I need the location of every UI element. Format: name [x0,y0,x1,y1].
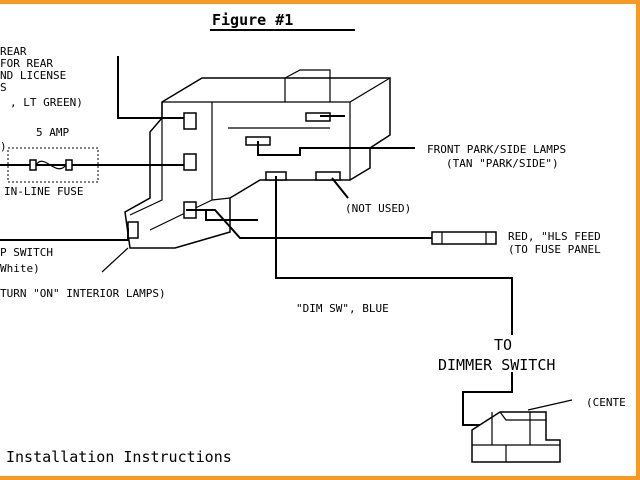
dimmer-switch-connector [471,411,561,463]
fuse-cap-left [29,159,37,171]
label-rear-6: ) [0,140,7,153]
label-to: TO [494,336,512,354]
wires [0,56,573,426]
label-rear-1: REAR [0,45,27,58]
terminal-slot-7 [315,171,341,181]
label-not-used: (NOT USED) [345,202,411,215]
label-amp: 5 AMP [36,126,69,139]
fuse-element [35,160,67,170]
label-inline-fuse: IN-LINE FUSE [4,185,83,198]
fuse-cap-right [65,159,73,171]
headlamp-switch-connector [124,69,391,249]
label-rear-4: S [0,81,7,94]
label-center: (CENTE [586,396,626,409]
terminal-slot-1 [183,112,197,130]
terminal-slot-2 [183,153,197,171]
label-red-feed-2: (TO FUSE PANEL [508,243,601,256]
inline-fuse-outline [7,147,99,183]
label-rear-2: FOR REAR [0,57,53,70]
footer-text: Installation Instructions [6,448,232,466]
label-dimmer-switch: DIMMER SWITCH [438,356,555,374]
label-red-feed-1: RED, "HLS FEED [508,230,601,243]
label-rear-5: , LT GREEN) [10,96,83,109]
label-front-2: (TAN "PARK/SIDE") [446,157,559,170]
figure-title: Figure #1 [212,11,293,29]
label-switch-2: White) [0,262,40,275]
label-rear-3: ND LICENSE [0,69,66,82]
label-dim-sw: "DIM SW", BLUE [296,302,389,315]
label-front-1: FRONT PARK/SIDE LAMPS [427,143,566,156]
label-switch-1: P SWITCH [0,246,53,259]
terminal-slot-8 [127,221,139,239]
label-interior-lamps: TURN "ON" INTERIOR LAMPS) [0,287,166,300]
hls-feed-fuse [431,231,497,245]
